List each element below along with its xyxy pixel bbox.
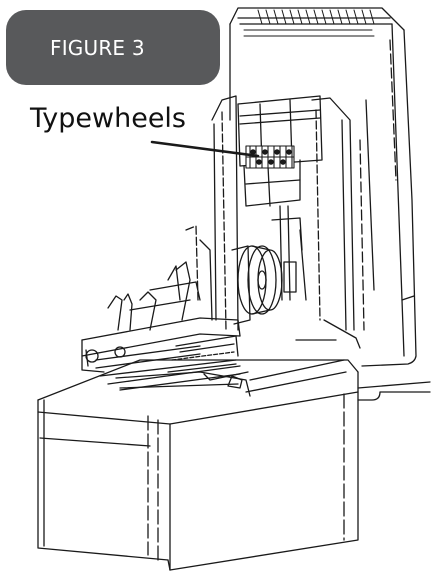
center-shafts bbox=[271, 205, 307, 301]
platen-assembly bbox=[81, 261, 241, 391]
callout-leader-line bbox=[150, 140, 260, 158]
lid-vent-ridges bbox=[243, 9, 375, 37]
figure-number-label: FIGURE 3 bbox=[50, 35, 145, 60]
power-cable bbox=[357, 381, 431, 401]
paper-guide bbox=[115, 359, 347, 397]
printer-base bbox=[37, 359, 359, 571]
printer-lid bbox=[229, 7, 417, 367]
drive-wheel bbox=[231, 245, 283, 325]
mechanism-frame bbox=[185, 95, 365, 349]
typewheels bbox=[245, 145, 295, 169]
figure-badge: FIGURE 3 bbox=[6, 10, 220, 85]
typewheels-callout-label: Typewheels bbox=[30, 103, 187, 134]
